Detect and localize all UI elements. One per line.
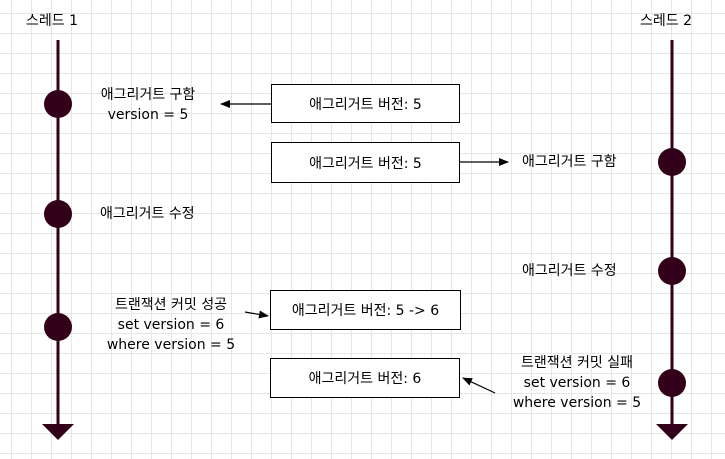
thread1-commit-line3: where version = 5 bbox=[106, 337, 236, 353]
thread1-commit-line2: set version = 6 bbox=[117, 317, 225, 333]
thread1-commit-label: 트랜잭션 커밋 성공 set version = 6 where version… bbox=[86, 295, 256, 355]
thread2-lookup-label: 애그리거트 구함 bbox=[522, 154, 617, 170]
thread2-lifeline bbox=[656, 40, 688, 440]
thread2-commit-line3: where version = 5 bbox=[512, 395, 642, 411]
version-box-4: 애그리거트 버전: 6 bbox=[270, 358, 460, 398]
thread1-commit-line1: 트랜잭션 커밋 성공 bbox=[115, 297, 227, 313]
thread1-lookup-point bbox=[44, 90, 72, 118]
thread2-commit-label: 트랜잭션 커밋 실패 set version = 6 where version… bbox=[492, 353, 662, 413]
thread2-lookup-point bbox=[658, 148, 686, 176]
thread1-lookup-label: 애그리거트 구함 version = 5 bbox=[78, 85, 218, 125]
thread2-title: 스레드 2 bbox=[640, 13, 692, 29]
thread2-modify-label: 애그리거트 수정 bbox=[522, 263, 617, 279]
version-box-3: 애그리거트 버전: 5 -> 6 bbox=[270, 290, 461, 330]
thread2-commit-line1: 트랜잭션 커밋 실패 bbox=[521, 355, 633, 371]
version-box-2: 애그리거트 버전: 5 bbox=[271, 142, 460, 183]
arrow-thread1-to-box3 bbox=[244, 310, 269, 319]
thread2-commit-point bbox=[658, 369, 686, 397]
thread2-commit-line2: set version = 6 bbox=[523, 375, 631, 391]
thread1-lookup-line2: version = 5 bbox=[107, 107, 189, 123]
thread1-lookup-line1: 애그리거트 구함 bbox=[100, 87, 196, 103]
arrow-thread2-to-box4 bbox=[462, 377, 496, 394]
thread1-modify-point bbox=[44, 200, 72, 228]
thread2-modify-point bbox=[658, 257, 686, 285]
thread1-commit-point bbox=[44, 313, 72, 341]
thread1-title: 스레드 1 bbox=[26, 13, 78, 29]
version-box-1: 애그리거트 버전: 5 bbox=[271, 84, 460, 123]
thread1-modify-label: 애그리거트 수정 bbox=[100, 206, 195, 222]
